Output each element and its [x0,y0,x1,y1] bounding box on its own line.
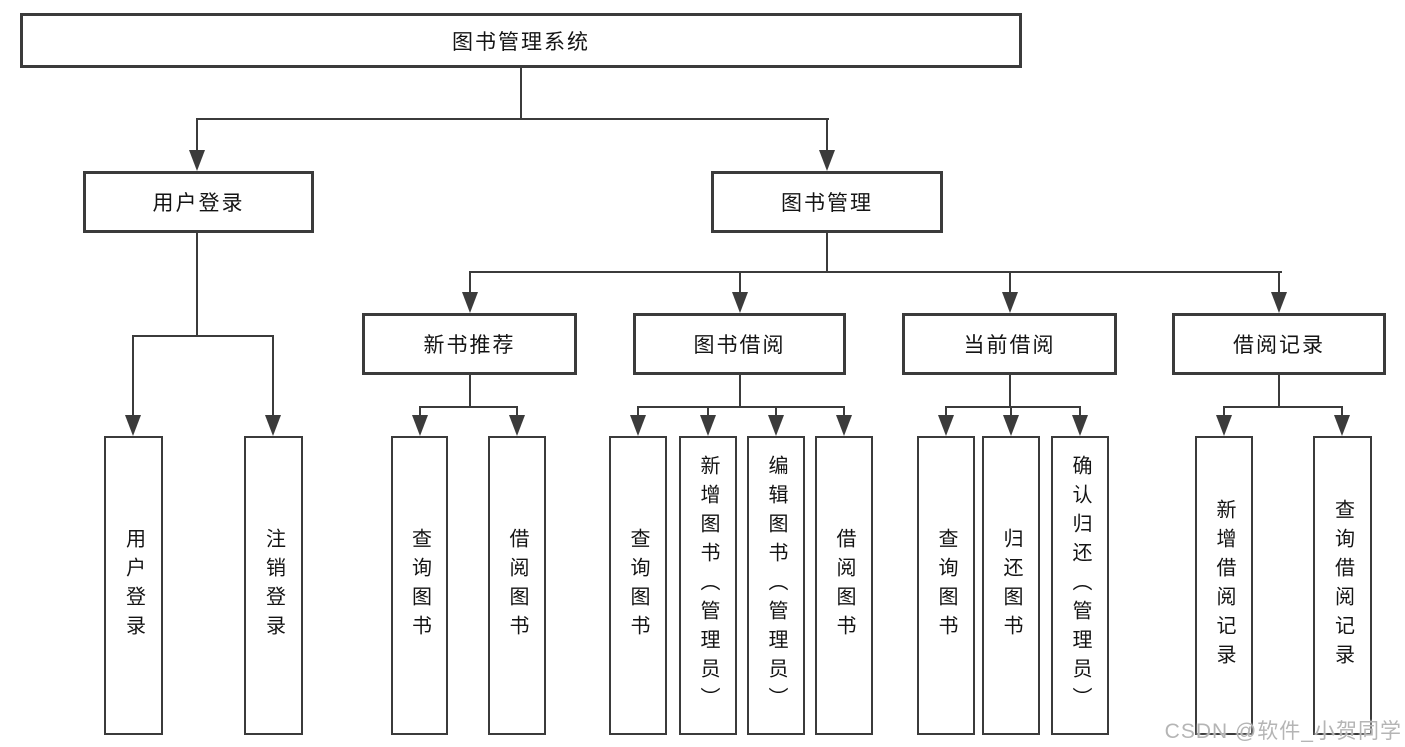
leaf-label: 查询借阅记录 [1331,498,1354,673]
edge-book-borrow-stem [739,375,741,407]
leaf-label: 归还图书 [1000,527,1022,644]
edge-to-leaf [419,406,421,417]
edge-user-login-stem [196,233,198,336]
arrowhead-leaf [836,415,852,436]
leaf-borrow-books: 借阅图书 [815,436,873,735]
leaf-query-books: 查询图书 [917,436,975,735]
node-label: 借阅记录 [1233,334,1325,357]
leaf-query-borrow-record: 查询借阅记录 [1313,436,1372,735]
arrowhead-user-login [189,150,205,171]
leaf-return-books: 归还图书 [982,436,1040,735]
arrowhead-leaf [630,415,646,436]
leaf-add-books-admin: 新增图书（管理员） [679,436,737,735]
arrowhead-leaf [412,415,428,436]
leaf-label: 查询图书 [627,527,649,644]
edge-level3-rail [469,271,1282,273]
edge-to-leaf [945,406,947,417]
edge-to-leaf [516,406,518,417]
leaf-label: 查询图书 [408,527,431,644]
arrowhead-leaf [938,415,954,436]
leaf-label: 查询图书 [935,527,957,644]
node-label: 图书管理系统 [452,30,590,54]
edge-current-borrow-rail [945,406,1081,408]
edge-book-management-stem [826,233,828,272]
edge-borrow-record-stem [1278,375,1280,407]
edge-to-leaf [843,406,845,417]
arrowhead-leaf [1216,415,1232,436]
edge-to-leaf [707,406,709,417]
arrowhead-leaf [1334,415,1350,436]
arrowhead-new-book [462,292,478,313]
node-label: 用户登录 [152,192,245,215]
edge-book-borrow-rail [637,406,845,408]
node-library-management-system: 图书管理系统 [20,13,1022,68]
node-label: 图书借阅 [693,334,786,357]
leaf-add-borrow-record: 新增借阅记录 [1195,436,1253,735]
edge-to-leaf-user-login [132,335,134,416]
csdn-watermark: CSDN @软件_小贺同学 [1164,720,1402,743]
edge-to-borrow-record [1278,271,1280,293]
leaf-label: 注销登录 [262,527,285,644]
arrowhead-book-management [819,150,835,171]
leaf-label: 用户登录 [122,527,145,644]
leaf-label: 新增图书（管理员） [697,455,719,716]
arrowhead-leaf [1072,415,1088,436]
edge-user-login-rail [132,335,274,337]
node-borrow-record: 借阅记录 [1172,313,1386,375]
leaf-label: 编辑图书（管理员） [765,455,787,716]
node-new-book-recommend: 新书推荐 [362,313,577,375]
leaf-label: 借阅图书 [833,527,855,644]
arrowhead-leaf-logout [265,415,281,436]
leaf-user-login: 用户登录 [104,436,163,735]
edge-root-stem [520,68,522,119]
edge-to-leaf [1010,406,1012,417]
edge-to-book-management [826,118,828,152]
leaf-label: 借阅图书 [506,527,528,644]
edge-new-book-stem [469,375,471,407]
edge-to-leaf [1223,406,1225,417]
edge-to-book-borrow [739,271,741,293]
arrowhead-book-borrow [732,292,748,313]
node-user-login: 用户登录 [83,171,314,233]
edge-to-leaf [637,406,639,417]
edge-to-leaf [775,406,777,417]
node-current-borrow: 当前借阅 [902,313,1117,375]
edge-borrow-record-rail [1223,406,1343,408]
leaf-confirm-return-admin: 确认归还（管理员） [1051,436,1109,735]
edge-to-leaf-logout [272,335,274,416]
arrowhead-leaf [768,415,784,436]
edge-to-leaf [1341,406,1343,417]
edge-level2-rail [196,118,829,120]
edge-to-user-login [196,118,198,152]
arrowhead-leaf-user-login [125,415,141,436]
leaf-borrow-books: 借阅图书 [488,436,546,735]
arrowhead-leaf [700,415,716,436]
leaf-label: 新增借阅记录 [1213,498,1235,673]
arrowhead-borrow-record [1271,292,1287,313]
edge-new-book-rail [419,406,518,408]
arrowhead-leaf [509,415,525,436]
node-label: 新书推荐 [423,334,516,357]
leaf-query-books: 查询图书 [391,436,448,735]
node-label: 图书管理 [781,192,873,215]
node-book-management: 图书管理 [711,171,943,233]
leaf-edit-books-admin: 编辑图书（管理员） [747,436,805,735]
edge-to-new-book [469,271,471,293]
leaf-query-books: 查询图书 [609,436,667,735]
leaf-logout: 注销登录 [244,436,303,735]
arrowhead-current-borrow [1002,292,1018,313]
edge-to-current-borrow [1009,271,1011,293]
arrowhead-leaf [1003,415,1019,436]
node-book-borrow: 图书借阅 [633,313,846,375]
edge-to-leaf [1079,406,1081,417]
leaf-label: 确认归还（管理员） [1069,455,1091,716]
node-label: 当前借阅 [963,334,1056,357]
edge-current-borrow-stem [1009,375,1011,407]
